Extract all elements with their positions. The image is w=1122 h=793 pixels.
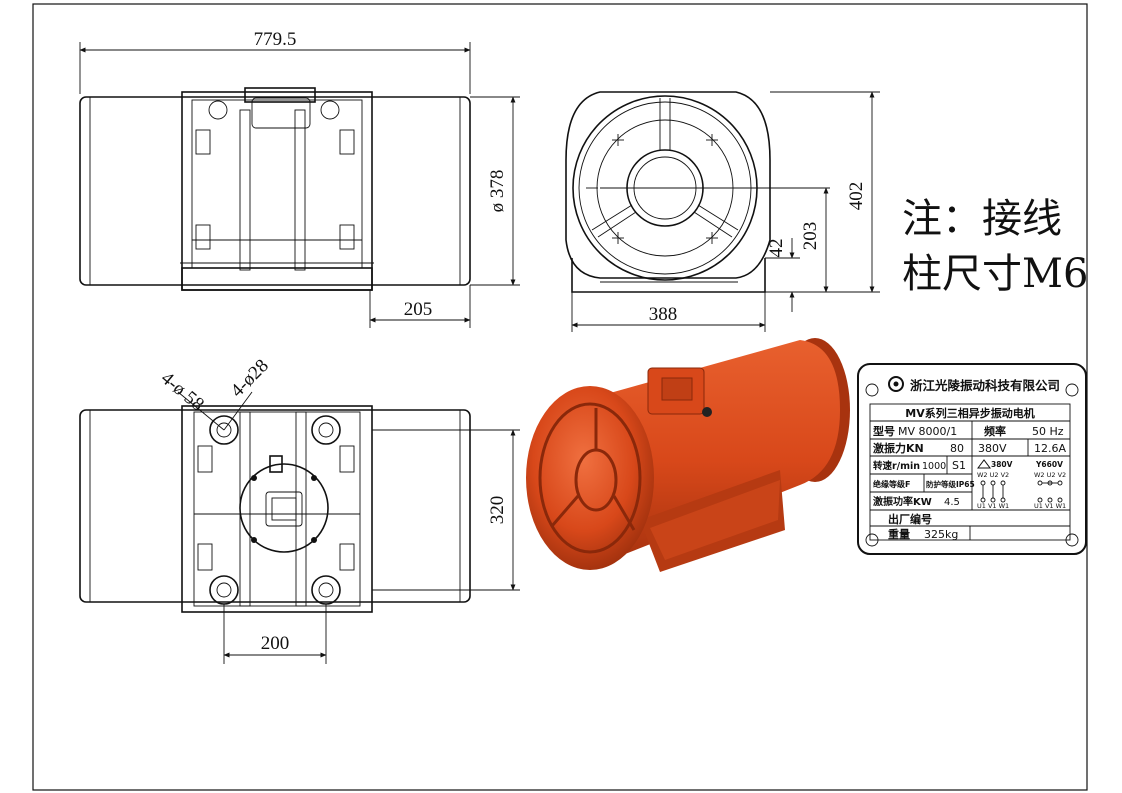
nameplate-force-label: 激振力KN — [873, 441, 924, 455]
nameplate-force-value: 80 — [950, 442, 964, 455]
dim-mount-width-label: 320 — [487, 496, 508, 525]
dim-foot-width-label: 388 — [649, 304, 678, 325]
nameplate-power-value: 4.5 — [944, 497, 960, 508]
dim-mount-length-label: 200 — [261, 633, 290, 654]
dim-foot-height-label: 42 — [766, 239, 787, 258]
nameplate-company: 浙江光陵振动科技有限公司 — [910, 378, 1060, 393]
top-view — [79, 405, 471, 613]
dim-mount-length: 200 — [223, 604, 327, 664]
nameplate-star-label: Y660V — [1035, 460, 1063, 469]
dim-height: 402 — [765, 91, 880, 293]
nameplate-model-label: 型号 — [873, 424, 895, 438]
end-view — [565, 91, 830, 293]
nameplate: 浙江光陵振动科技有限公司 MV系列三相异步振动电机 型号 MV 8000/1 频… — [857, 363, 1087, 555]
nameplate-protection: 防护等级IP65 — [926, 479, 975, 489]
dim-foot-height: 42 — [765, 238, 800, 312]
nameplate-insulation: 绝缘等级F — [873, 479, 910, 489]
nameplate-power-label: 激振功率KW — [873, 495, 932, 508]
delta-icon — [977, 459, 991, 469]
nameplate-speed-label: 转速r/min — [873, 460, 920, 472]
dim-shaft-height: 203 — [800, 187, 829, 293]
nameplate-weight-value: 325kg — [924, 528, 958, 541]
dim-overall-length-label: 779.5 — [254, 29, 297, 50]
dim-side-offset: 205 — [369, 285, 471, 328]
nameplate-freq-label: 频率 — [984, 424, 1006, 438]
nameplate-terminals-bottom-delta: U1 V1 W1 — [977, 502, 1009, 510]
motor-render-image — [526, 338, 850, 572]
nameplate-weight-label: 重量 — [888, 527, 910, 541]
note-line-1: 注：接线 — [902, 196, 1062, 242]
nameplate-current: 12.6A — [1034, 442, 1066, 455]
company-logo-icon — [888, 376, 904, 392]
dim-diameter-label: ø 378 — [487, 170, 508, 213]
dim-side-offset-label: 205 — [404, 299, 433, 320]
terminal-diagram — [980, 480, 1063, 503]
nameplate-terminals-bottom-star: U1 V1 W1 — [1034, 502, 1066, 510]
nameplate-speed-value: 1000 — [922, 461, 946, 472]
side-view — [79, 87, 471, 291]
dim-overall-length: 779.5 — [79, 29, 471, 94]
nameplate-freq-value: 50 Hz — [1032, 425, 1064, 438]
nameplate-duty: S1 — [952, 459, 966, 472]
nameplate-delta-label: 380V — [991, 460, 1013, 469]
note-line-2: 柱尺寸M6 — [902, 251, 1088, 297]
nameplate-terminals-top-star: W2 U2 V2 — [1034, 471, 1066, 479]
dim-diameter: ø 378 — [470, 96, 520, 286]
dim-shaft-height-label: 203 — [800, 222, 821, 251]
nameplate-terminals-top-delta: W2 U2 V2 — [977, 471, 1009, 479]
dim-mount-width: 320 — [372, 429, 520, 591]
dim-foot-width: 388 — [571, 292, 766, 332]
nameplate-voltage: 380V — [978, 442, 1007, 455]
nameplate-serial-label: 出厂编号 — [888, 512, 932, 526]
dim-height-label: 402 — [846, 182, 867, 211]
nameplate-product: MV系列三相异步振动电机 — [905, 406, 1034, 420]
nameplate-model-value: MV 8000/1 — [898, 425, 957, 438]
